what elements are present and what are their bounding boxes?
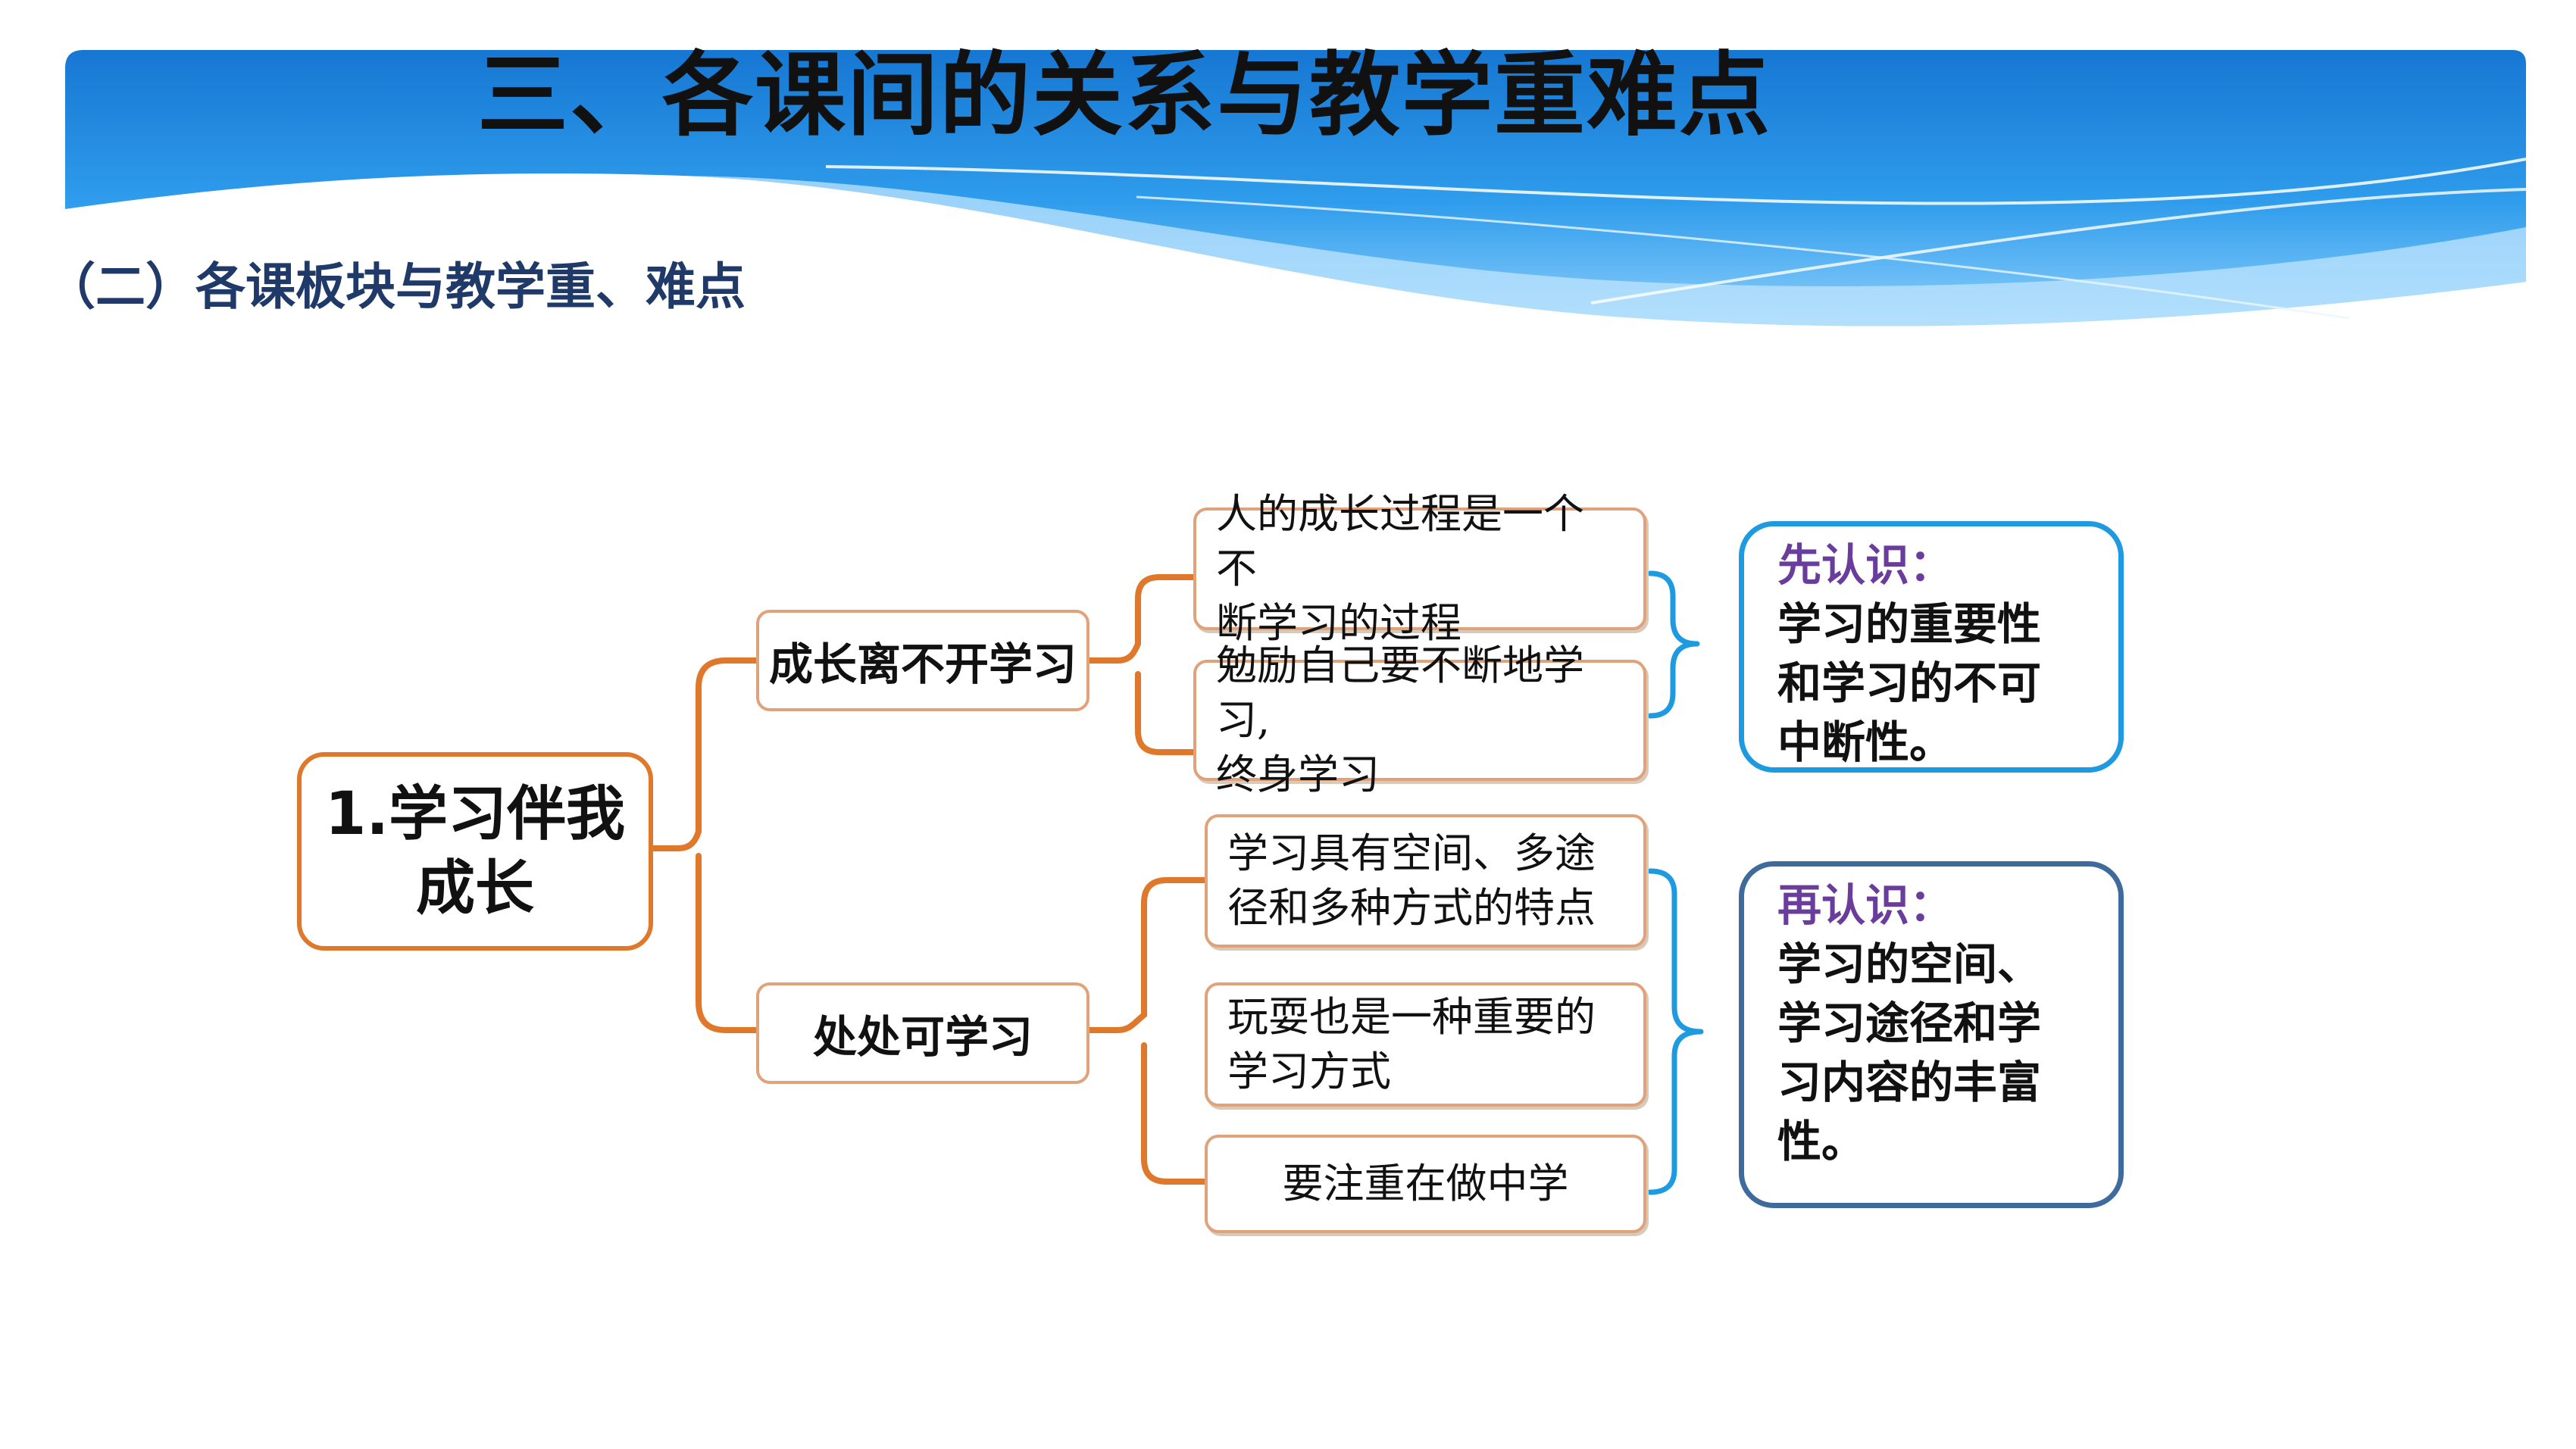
- leaf-node-line-1: 勉励自己要不断地学习,: [1216, 642, 1584, 744]
- note-line: 学习的空间、: [1777, 938, 2042, 990]
- section-subtitle: （二）各课板块与教学重、难点: [45, 257, 746, 316]
- root-node-line-2: 成长: [415, 854, 534, 923]
- note-line: 学习途径和学: [1777, 998, 2042, 1049]
- leaf-node-3: 学习具有空间、多途 径和多种方式的特点: [1205, 814, 1646, 948]
- bracket-2: [1647, 868, 1704, 1195]
- note-line: 性。: [1777, 1116, 1866, 1167]
- note-line: 和学习的不可: [1777, 657, 2042, 709]
- leaf-node-5: 要注重在做中学: [1205, 1135, 1646, 1233]
- note-heading: 再认识：: [1777, 879, 1954, 931]
- branch-node-label: 成长离不开学习: [768, 639, 1077, 690]
- branch2-connector: [1086, 877, 1208, 1185]
- leaf-node-2: 勉励自己要不断地学习, 终身学习: [1193, 642, 1646, 798]
- leaf-node-line-2: 断学习的过程: [1216, 599, 1462, 647]
- leaf-node-4: 玩耍也是一种重要的 学习方式: [1205, 982, 1646, 1107]
- leaf-node-line-1: 学习具有空间、多途: [1227, 829, 1596, 877]
- leaf-node-line-2: 学习方式: [1227, 1048, 1391, 1095]
- note-line: 中断性。: [1777, 717, 1954, 768]
- root-node: 1.学习伴我 成长: [297, 752, 653, 951]
- leaf-node-line-1: 玩耍也是一种重要的: [1227, 993, 1596, 1041]
- branch-node-label: 处处可学习: [812, 1011, 1033, 1063]
- root-node-line-1: 1.学习伴我: [325, 780, 625, 848]
- leaf-node-line-1: 人的成长过程是一个不: [1216, 490, 1584, 592]
- bracket-1: [1647, 570, 1700, 719]
- leaf-node-line-2: 径和多种方式的特点: [1227, 884, 1596, 932]
- page-title: 三、各课间的关系与教学重难点: [477, 43, 1771, 148]
- note-second-understanding: 再认识： 学习的空间、 学习途径和学 习内容的丰富 性。: [1739, 861, 2124, 1208]
- note-line: 习内容的丰富: [1777, 1057, 2042, 1108]
- branch-node-everywhere: 处处可学习: [756, 982, 1089, 1084]
- branch-node-growth: 成长离不开学习: [756, 610, 1089, 711]
- branch1-connector: [1086, 574, 1196, 755]
- leaf-node-1: 人的成长过程是一个不 断学习的过程: [1193, 490, 1646, 647]
- leaf-node-line-1: 要注重在做中学: [1282, 1160, 1569, 1207]
- header-banner: [65, 50, 2527, 326]
- note-heading: 先认识：: [1777, 539, 1954, 591]
- root-connector: [650, 657, 759, 1033]
- note-first-understanding: 先认识： 学习的重要性 和学习的不可 中断性。: [1739, 521, 2124, 773]
- leaf-node-line-2: 终身学习: [1216, 751, 1380, 798]
- note-line: 学习的重要性: [1777, 598, 2042, 650]
